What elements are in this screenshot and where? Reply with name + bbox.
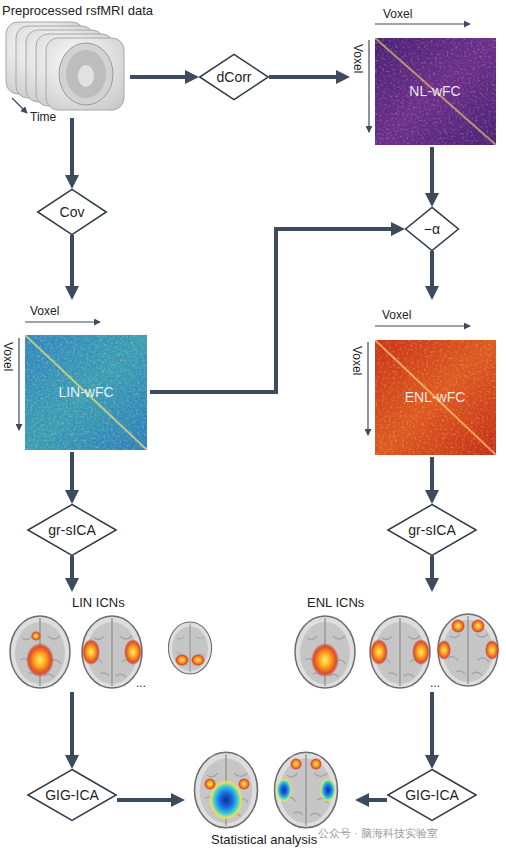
brain-image: ENL ICNs	[285, 592, 505, 692]
node-label: −α	[424, 221, 440, 237]
axis-label: Voxel	[30, 304, 59, 318]
flow-arrow	[70, 452, 74, 494]
image-heading: Preprocessed rsfMRI data	[2, 3, 153, 18]
process-diamond: −α	[405, 207, 459, 251]
axis-label: Voxel	[382, 308, 411, 322]
node-label: dCorr	[216, 69, 251, 85]
axis-label: Voxel	[1, 342, 15, 371]
brain-image: LIN ICNs	[0, 592, 220, 692]
diamond-shape	[406, 207, 459, 250]
flow-arrow	[430, 457, 434, 494]
axis-label: Time	[30, 110, 56, 124]
diamond-shape	[200, 54, 269, 99]
process-diamond: GIG-ICA	[27, 769, 117, 821]
image-heading: LIN ICNs	[72, 595, 125, 610]
process-diamond: dCorr	[199, 54, 269, 100]
flow-arrow	[70, 235, 74, 290]
node-label: Cov	[60, 204, 85, 220]
process-diamond: Cov	[37, 189, 107, 235]
flow-arrow	[430, 147, 434, 197]
flow-arrow	[430, 556, 434, 582]
flow-arrow	[117, 798, 175, 802]
axis-label: Voxel	[350, 346, 364, 375]
flow-arrow	[430, 692, 434, 759]
brain-image: Preprocessed rsfMRI data	[0, 0, 130, 118]
node-label: GIG-ICA	[405, 787, 459, 803]
process-diamond: gr-sICA	[27, 504, 117, 556]
axis-label: Voxel	[383, 7, 412, 21]
flow-arrow	[365, 798, 387, 802]
diamond-shape	[388, 770, 476, 821]
diamond-shape	[28, 505, 116, 556]
node-label: GIG-ICA	[45, 787, 99, 803]
node-label: LIN-wFC	[58, 384, 113, 400]
flow-arrow	[130, 75, 189, 79]
image-heading: ENL ICNs	[307, 595, 364, 610]
connectivity-matrix: NL-wFC	[350, 5, 500, 147]
connectivity-matrix: ENL-wFC	[350, 300, 500, 457]
diamond-shape	[388, 505, 476, 556]
flow-arrow	[430, 251, 434, 290]
diamond-shape	[28, 770, 116, 821]
node-label: ENL-wFC	[405, 389, 466, 405]
node-label: gr-sICA	[48, 522, 95, 538]
watermark: 公众号 · 脑海科技实验室	[318, 826, 438, 841]
flow-arrow	[70, 692, 74, 759]
axis-label: ...	[430, 676, 440, 690]
flow-arrow	[150, 229, 395, 392]
process-diamond: GIG-ICA	[387, 769, 477, 821]
image-heading: Statistical analysis	[211, 832, 317, 847]
diamond-shape	[38, 189, 107, 234]
node-label: gr-sICA	[408, 522, 455, 538]
flow-arrow	[269, 75, 340, 79]
connectivity-matrix: LIN-wFC	[0, 300, 150, 452]
node-label: NL-wFC	[409, 83, 460, 99]
axis-label: Voxel	[351, 44, 365, 73]
flow-arrow	[70, 118, 74, 179]
process-diamond: gr-sICA	[387, 504, 477, 556]
axis-label: ...	[136, 676, 146, 690]
flow-arrow	[70, 556, 74, 582]
